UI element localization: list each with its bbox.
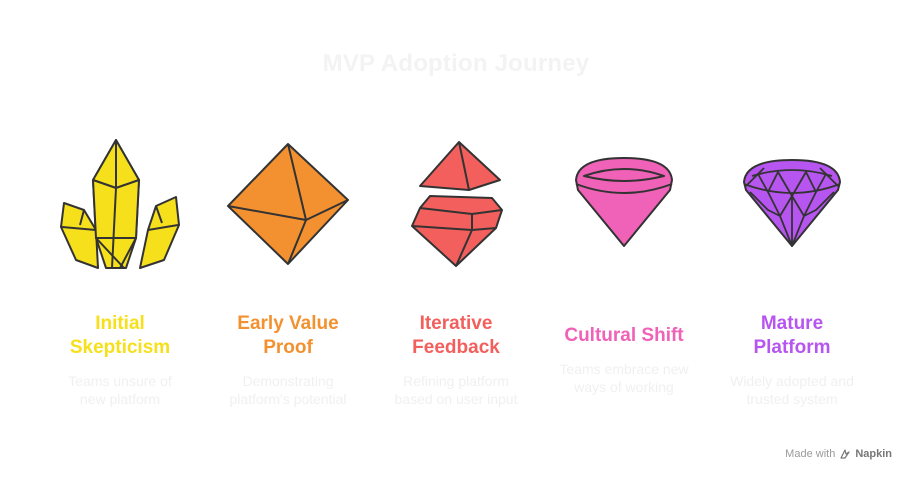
stage-description: Demonstrating platform's potential (229, 373, 347, 407)
faceted-diamond-icon (743, 159, 841, 247)
stage-cultural-shift: Cultural Shift Teams embrace new ways of… (544, 0, 704, 480)
cut-gem-icon (575, 157, 673, 247)
stage-description: Refining platform based on user input (394, 373, 518, 407)
octahedron-gem-icon (227, 143, 349, 265)
stage-label: Early Value Proof (237, 313, 339, 358)
made-with-credit[interactable]: Made with Napkin (785, 448, 892, 460)
stage-label: Iterative Feedback (412, 313, 500, 358)
credit-brand: Napkin (855, 448, 892, 460)
stage-description: Widely adopted and trusted system (730, 373, 854, 407)
stage-description: Teams embrace new ways of working (559, 361, 689, 395)
split-gem-icon (411, 141, 503, 267)
credit-prefix: Made with (785, 448, 836, 460)
diagram-title: MVP Adoption Journey (322, 50, 590, 77)
stage-label: Cultural Shift (564, 325, 684, 346)
stage-mature-platform: Mature Platform Widely adopted and trust… (712, 0, 872, 480)
stage-label: Initial Skepticism (69, 313, 171, 358)
stage-description: Teams unsure of new platform (68, 373, 172, 407)
stage-iterative-feedback: Iterative Feedback Refining platform bas… (376, 0, 536, 480)
stage-initial-skepticism: Initial Skepticism Teams unsure of new p… (40, 0, 200, 480)
stage-early-value-proof: Early Value Proof Demonstrating platform… (208, 0, 368, 480)
napkin-logo-icon (840, 449, 850, 459)
stage-label: Mature Platform (753, 313, 831, 358)
crystal-cluster-icon (60, 139, 180, 269)
